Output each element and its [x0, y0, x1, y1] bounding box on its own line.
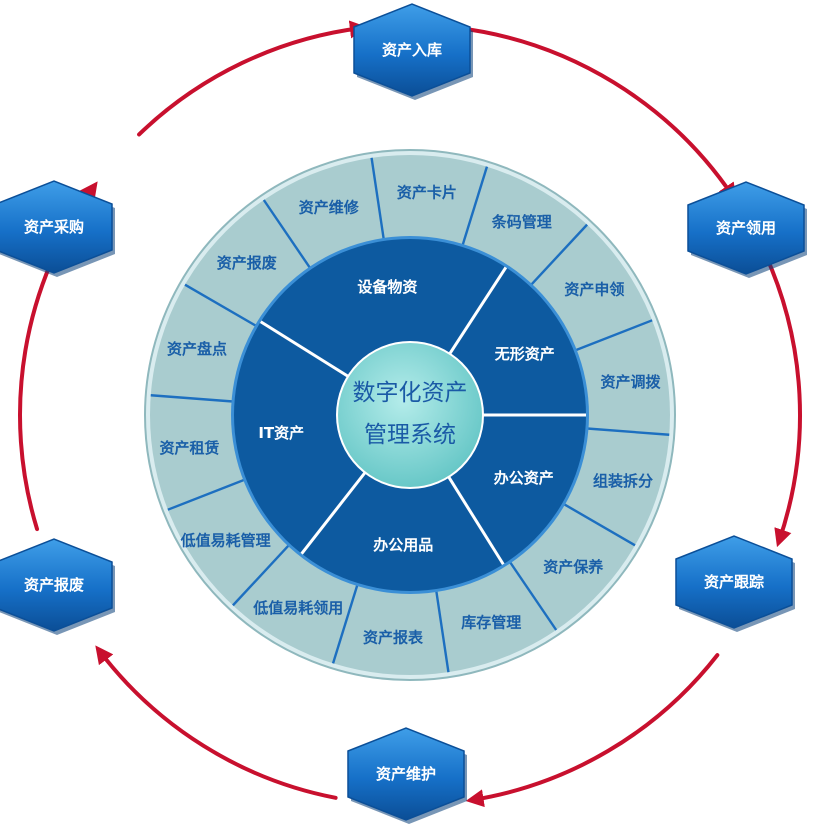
- inner-segment-label: IT资产: [258, 424, 304, 442]
- hex-shape: [687, 181, 805, 275]
- inner-divider: [300, 470, 367, 555]
- cycle-node: 资产入库: [353, 3, 473, 100]
- outer-divider: [167, 477, 247, 511]
- outer-segment-label: 资产报表: [363, 628, 424, 646]
- inner-divider: [446, 475, 505, 566]
- center-title-line1: 数字化资产: [353, 380, 468, 406]
- outer-divider: [262, 199, 313, 271]
- outer-segment-label: 资产维修: [299, 198, 360, 216]
- outer-segment-label: 条码管理: [491, 213, 552, 231]
- outer-divider: [585, 427, 670, 436]
- hex-shape: [353, 3, 471, 97]
- inner-segment-label: 办公资产: [494, 469, 554, 487]
- outer-segment-label: 组装拆分: [593, 472, 653, 490]
- cycle-node: 资产领用: [687, 181, 807, 278]
- outer-segment-label: 资产申领: [564, 281, 624, 299]
- outer-segment-label: 资产卡片: [397, 184, 457, 202]
- outer-divider: [150, 394, 235, 403]
- cycle-arrow: [95, 645, 338, 800]
- inner-divider: [259, 320, 350, 379]
- cycle-arrow: [465, 653, 720, 808]
- center-circle: [338, 343, 482, 487]
- outer-segment-label: 库存管理: [461, 614, 521, 632]
- outer-segment-label: 资产报废: [217, 254, 277, 272]
- cycle-node-label: 资产跟踪: [704, 573, 764, 591]
- inner-segment-label: 无形资产: [494, 345, 555, 363]
- center-title-line2: 管理系统: [364, 422, 456, 448]
- outer-segment-label: 低值易耗管理: [180, 531, 271, 549]
- cycle-node: 资产报废: [0, 538, 115, 635]
- hex-shape: [675, 535, 793, 629]
- outer-divider: [331, 582, 360, 664]
- hex-shape: [0, 180, 113, 274]
- inner-segment-label: 办公用品: [373, 536, 433, 554]
- cycle-arrows: [18, 20, 802, 808]
- cycle-node: 资产采购: [0, 180, 115, 277]
- outer-divider: [573, 319, 653, 353]
- outer-segment-label: 资产调拨: [601, 373, 662, 391]
- cycle-arrow: [761, 248, 802, 548]
- cycle-node-label: 资产领用: [716, 219, 776, 237]
- hex-shape: [0, 538, 113, 632]
- outer-divider: [184, 283, 259, 328]
- outer-divider: [370, 157, 386, 242]
- outer-segment-label: 资产保养: [543, 558, 604, 576]
- outer-divider: [507, 559, 558, 631]
- cycle-node-label: 资产入库: [382, 41, 442, 59]
- cycle-node-label: 资产报废: [24, 576, 84, 594]
- cycle-node-label: 资产维护: [376, 765, 436, 783]
- outer-segment-label: 低值易耗领用: [252, 599, 343, 617]
- outer-segment-label: 资产盘点: [167, 340, 227, 358]
- inner-divider: [447, 266, 508, 356]
- outer-divider: [528, 223, 588, 287]
- cycle-arrow: [455, 25, 737, 202]
- cycle-node: 资产跟踪: [675, 535, 795, 632]
- outer-divider: [561, 502, 636, 547]
- hex-shape: [347, 727, 465, 821]
- inner-segment-label: 设备物资: [357, 278, 417, 296]
- outer-divider: [232, 543, 292, 607]
- cycle-node-label: 资产采购: [24, 218, 84, 236]
- outer-divider: [434, 588, 450, 673]
- cycle-arrow: [137, 20, 368, 137]
- outer-divider: [460, 166, 489, 248]
- outer-segment-label: 资产租赁: [159, 439, 219, 457]
- cycle-node: 资产维护: [347, 727, 467, 824]
